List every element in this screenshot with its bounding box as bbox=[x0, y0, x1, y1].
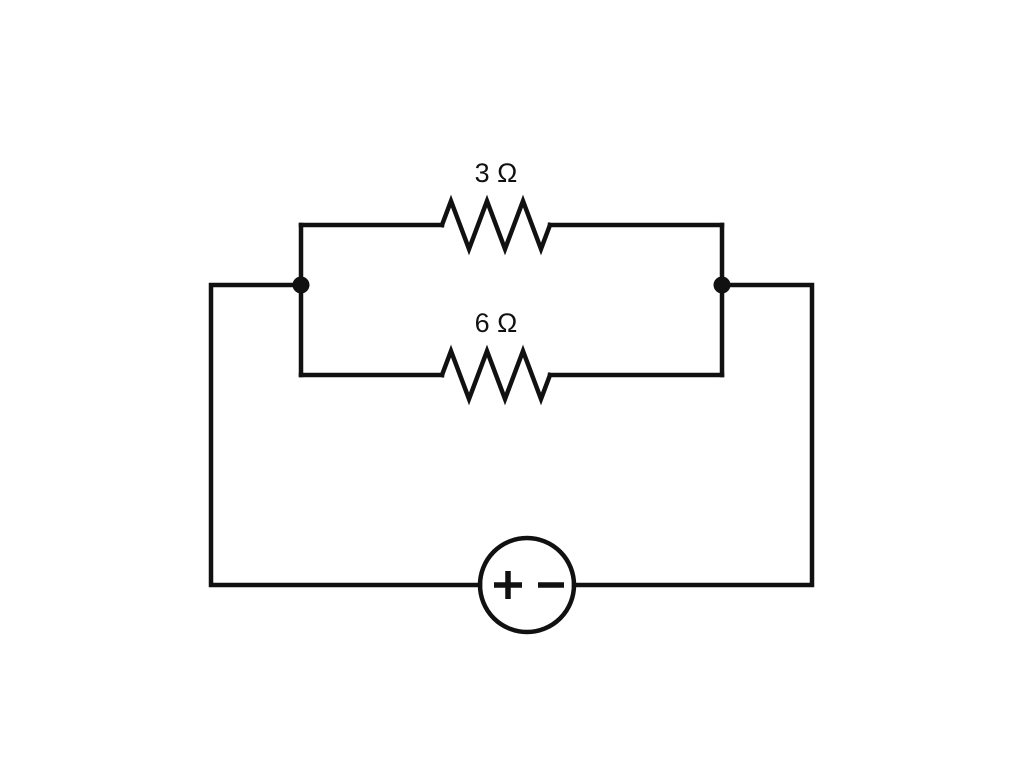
resistor-6-ohm-zigzag bbox=[439, 344, 553, 406]
right-outer-wire bbox=[571, 282, 815, 588]
resistor-6-ohm: 6 Ω bbox=[298, 308, 725, 406]
resistor-6-ohm-label: 6 Ω bbox=[475, 308, 518, 338]
battery-source bbox=[477, 535, 577, 635]
left-outer-wire bbox=[208, 282, 483, 588]
left-junction-node bbox=[292, 276, 310, 294]
resistor-3-ohm-zigzag bbox=[439, 194, 553, 256]
resistor-3-ohm: 3 Ω bbox=[298, 158, 725, 256]
resistor-3-ohm-label: 3 Ω bbox=[475, 158, 518, 188]
battery-circle bbox=[477, 535, 577, 635]
right-junction-node bbox=[713, 276, 731, 294]
positive-terminal-icon bbox=[494, 571, 522, 599]
